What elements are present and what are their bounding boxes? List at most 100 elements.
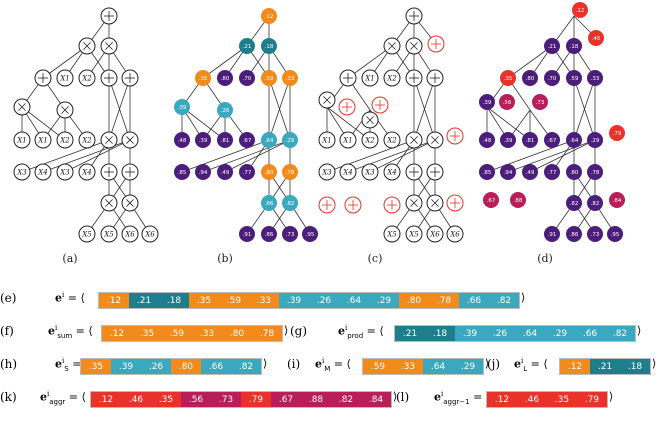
row-tag: (g) bbox=[290, 324, 308, 338]
svg-text:X4: X4 bbox=[81, 169, 91, 177]
leaf-node: X1 bbox=[34, 131, 52, 149]
svg-text:.67: .67 bbox=[548, 138, 557, 144]
embedding-cell: .35 bbox=[132, 326, 162, 341]
svg-text:.21: .21 bbox=[243, 44, 252, 50]
svg-text:.77: .77 bbox=[243, 170, 252, 176]
svg-text:.95: .95 bbox=[611, 232, 620, 238]
value-node: .18 bbox=[261, 38, 277, 54]
value-node: .82 bbox=[566, 195, 582, 211]
leaf-node: X6 bbox=[141, 225, 159, 243]
embedding-cell: .59 bbox=[219, 293, 249, 308]
svg-text:.21: .21 bbox=[548, 44, 557, 50]
svg-text:X5: X5 bbox=[408, 231, 419, 239]
node-prod bbox=[383, 37, 401, 55]
panel-c-caption: (c) bbox=[368, 252, 383, 265]
embedding-cell: .21 bbox=[129, 293, 159, 308]
svg-text:X1: X1 bbox=[37, 137, 47, 145]
svg-text:X2: X2 bbox=[81, 137, 92, 145]
embedding-cell: .12 bbox=[99, 293, 129, 308]
value-node: .85 bbox=[174, 164, 190, 180]
value-node: .49 bbox=[522, 164, 538, 180]
svg-text:X1: X1 bbox=[59, 75, 69, 83]
closing-bracket: ⟩ bbox=[263, 357, 268, 370]
embedding-cell: .21 bbox=[395, 326, 425, 341]
embedding-cell: .35 bbox=[547, 392, 577, 407]
row-equation: eiprod = ⟨ bbox=[338, 324, 384, 340]
leaf-node: X6 bbox=[426, 225, 444, 243]
leaf-node: X2 bbox=[361, 131, 379, 149]
value-node: .48 bbox=[479, 132, 495, 148]
value-node: .73 bbox=[587, 226, 603, 242]
root-sum-node bbox=[100, 7, 118, 25]
row-tag: (i) bbox=[287, 357, 301, 371]
value-node: .49 bbox=[217, 164, 233, 180]
embedding-cell: .59 bbox=[162, 326, 192, 341]
svg-text:.88: .88 bbox=[514, 198, 523, 204]
embedding-cell: .18 bbox=[620, 359, 650, 374]
leaf-node: X4 bbox=[34, 163, 52, 181]
value-node: .84 bbox=[609, 192, 625, 208]
svg-text:X6: X6 bbox=[449, 231, 460, 239]
leaf-node: X1 bbox=[339, 131, 357, 149]
svg-text:.79: .79 bbox=[613, 131, 622, 137]
leaf-node: X3 bbox=[56, 163, 74, 181]
value-node: .81 bbox=[522, 132, 538, 148]
node-sum bbox=[339, 69, 357, 87]
embedding-cell: .56 bbox=[181, 392, 211, 407]
svg-text:.35: .35 bbox=[504, 76, 513, 82]
svg-text:.81: .81 bbox=[221, 138, 230, 144]
svg-text:X3: X3 bbox=[16, 169, 27, 177]
added-sum-node bbox=[446, 127, 464, 145]
node-sum bbox=[34, 69, 52, 87]
leaf-node: X5 bbox=[383, 225, 401, 243]
svg-text:.91: .91 bbox=[548, 232, 557, 238]
leaf-node: X4 bbox=[339, 163, 357, 181]
svg-text:X6: X6 bbox=[144, 231, 155, 239]
embedding-cell: .64 bbox=[423, 359, 453, 374]
value-node: .88 bbox=[510, 192, 526, 208]
value-node: .77 bbox=[544, 164, 560, 180]
closing-bracket: ⟩ bbox=[609, 390, 614, 403]
added-sum-node bbox=[446, 194, 464, 212]
embedding-cell: .39 bbox=[455, 326, 485, 341]
row-tag: (j) bbox=[487, 357, 501, 371]
svg-text:.81: .81 bbox=[526, 138, 535, 144]
value-node: .80 bbox=[261, 164, 277, 180]
embedding-cell: .26 bbox=[309, 293, 339, 308]
embedding-cell: .82 bbox=[605, 326, 635, 341]
leaf-node: X1 bbox=[13, 131, 31, 149]
svg-text:X5: X5 bbox=[103, 231, 114, 239]
value-node: .12 bbox=[261, 8, 277, 24]
closing-bracket: ⟩ bbox=[652, 357, 656, 370]
value-node: .82 bbox=[282, 195, 298, 211]
embedding-cell: .33 bbox=[249, 293, 279, 308]
node-sum bbox=[426, 69, 444, 87]
value-node: .80 bbox=[566, 164, 582, 180]
leaf-node: X2 bbox=[78, 131, 96, 149]
svg-text:X1: X1 bbox=[364, 75, 374, 83]
svg-text:.39: .39 bbox=[483, 100, 492, 106]
embedding-cell: .29 bbox=[453, 359, 483, 374]
leaf-node: X5 bbox=[78, 225, 96, 243]
svg-text:X1: X1 bbox=[16, 137, 26, 145]
node-prod bbox=[426, 194, 444, 212]
root-sum-node bbox=[405, 7, 423, 25]
value-node: .91 bbox=[239, 226, 255, 242]
embedding-cell: .59 bbox=[363, 359, 393, 374]
node-prod bbox=[405, 37, 423, 55]
embedding-bar: .12.46.35.79 bbox=[486, 391, 608, 408]
svg-text:.82: .82 bbox=[286, 201, 295, 207]
embedding-cell: .12 bbox=[102, 326, 132, 341]
embedding-cell: .29 bbox=[545, 326, 575, 341]
embedding-cell: .64 bbox=[339, 293, 369, 308]
embedding-cell: .35 bbox=[81, 359, 111, 374]
value-node: .46 bbox=[588, 30, 604, 46]
svg-text:.78: .78 bbox=[286, 170, 295, 176]
closing-bracket: ⟩ bbox=[284, 324, 289, 337]
svg-text:.70: .70 bbox=[243, 76, 252, 82]
leaf-node: X4 bbox=[383, 163, 401, 181]
value-node: .21 bbox=[544, 38, 560, 54]
svg-text:.18: .18 bbox=[570, 44, 579, 50]
value-node: .35 bbox=[195, 70, 211, 86]
row-tag: (k) bbox=[0, 390, 17, 404]
